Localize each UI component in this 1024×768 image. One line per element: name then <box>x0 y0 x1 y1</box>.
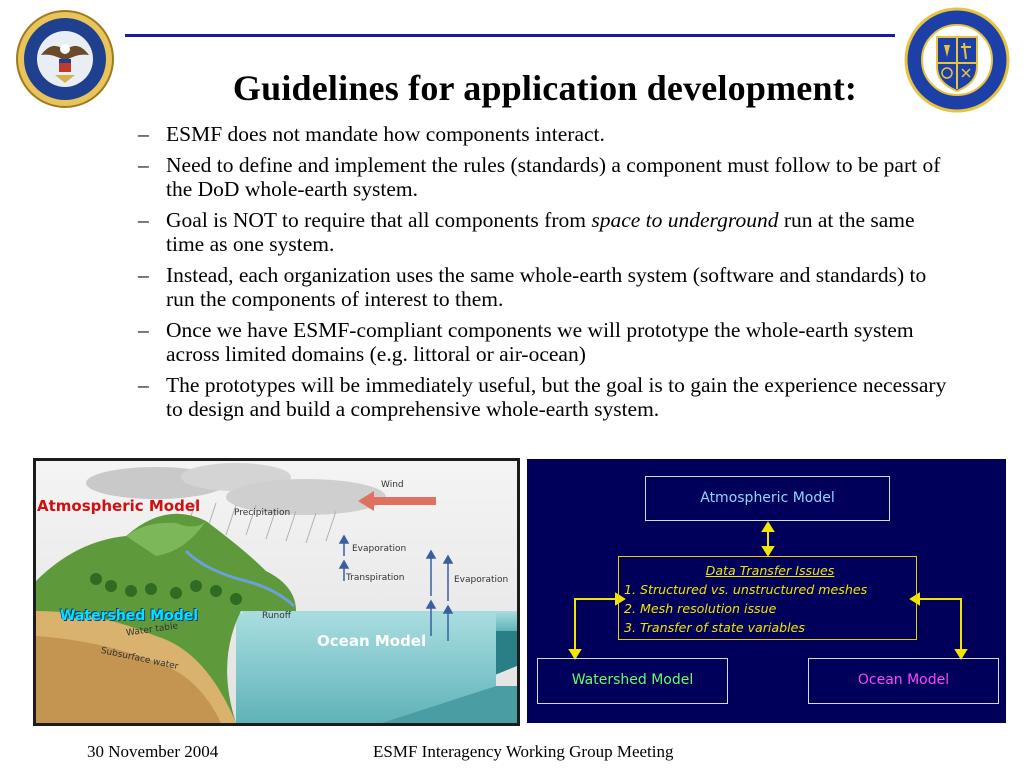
bullet-item: –Instead, each organization uses the sam… <box>138 263 927 311</box>
bullet-item: –Need to define and implement the rules … <box>138 153 941 201</box>
title-rule <box>125 34 895 37</box>
nrl-seal-icon <box>904 7 1010 113</box>
evaporation-land-label: Evaporation <box>352 544 407 554</box>
atmospheric-model-box: Atmospheric Model <box>645 476 890 521</box>
footer-date: 30 November 2004 <box>87 742 219 761</box>
bullet-list: –ESMF does not mandate how components in… <box>128 122 948 428</box>
transpiration-label: Transpiration <box>346 573 405 583</box>
issues-title: Data Transfer Issues <box>705 563 835 578</box>
footer-meeting: ESMF Interagency Working Group Meeting <box>373 742 674 761</box>
bullet-item: –Goal is NOT to require that all compone… <box>138 208 915 256</box>
watershed-model-label: Watershed Model <box>60 608 199 624</box>
water-cycle-illustration: Wind Precipitation Evaporation Transpira… <box>33 458 520 726</box>
bullet-item: –ESMF does not mandate how components in… <box>138 122 605 146</box>
atmospheric-model-label: Atmospheric Model <box>37 497 201 515</box>
precipitation-label: Precipitation <box>234 508 291 518</box>
bullet-item: –The prototypes will be immediately usef… <box>138 373 947 421</box>
runoff-label: Runoff <box>262 611 291 621</box>
slide-title: Guidelines for application development: <box>232 68 858 108</box>
evaporation-ocean-label: Evaporation <box>454 575 509 585</box>
model-coupling-diagram: Atmospheric Model Data Transfer Issues 1… <box>527 459 1006 723</box>
connector-arrows <box>568 521 968 660</box>
watershed-model-box: Watershed Model <box>537 658 728 704</box>
issue-item: 1. Structured vs. unstructured meshes <box>624 582 868 597</box>
ocean-model-label: Ocean Model <box>317 632 427 650</box>
issue-item: 2. Mesh resolution issue <box>624 601 777 616</box>
dod-seal-icon <box>15 9 115 109</box>
wind-label: Wind <box>381 480 404 490</box>
issue-item: 3. Transfer of state variables <box>624 620 805 635</box>
ocean-model-box: Ocean Model <box>808 658 999 704</box>
bullet-item: –Once we have ESMF-compliant components … <box>138 318 914 366</box>
data-transfer-issues-box: Data Transfer Issues 1. Structured vs. u… <box>618 556 917 640</box>
